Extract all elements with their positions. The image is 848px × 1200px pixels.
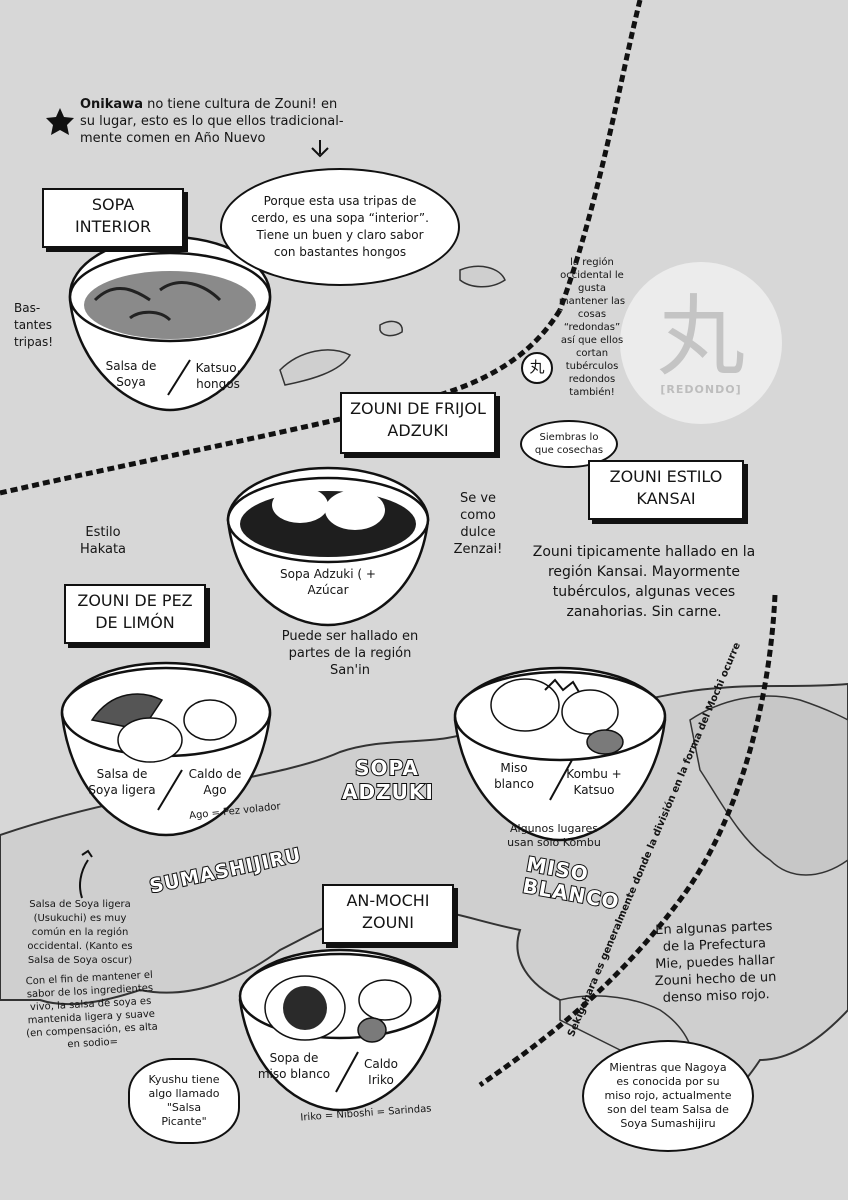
yellowtail-title: ZOUNI DE PEZ DE LIMÓN (64, 584, 206, 644)
maru-badge-kanji: 丸 (529, 358, 545, 376)
usukuchi-note: Salsa de Soya ligera (Usukuchi) es muy c… (27, 899, 133, 966)
hakata-style-note: Estilo Hakata (79, 525, 127, 557)
kansai-bowl (453, 666, 667, 842)
inner-soup-speech: Porque esta usa tripas de cerdo, es una … (220, 168, 460, 286)
adzuki-bowl-label: Sopa Adzuki ( + Azúcar (280, 567, 376, 597)
kyushu-bubble: Kyushu tiene algo llamado "Salsa Picante… (128, 1058, 240, 1144)
intro-author: Onikawa (80, 97, 143, 112)
yellowtail-bowl-left: Salsa de Soya ligera (88, 767, 156, 797)
adzuki-bowl (226, 466, 430, 627)
inner-soup-title: SOPA INTERIOR (42, 188, 184, 248)
anmochi-bowl-left: Sopa de miso blanco (257, 1051, 331, 1081)
small-island-2 (459, 265, 506, 288)
maru-note: la región occidental le gusta mantener l… (558, 257, 626, 398)
kansai-bowl-right: Kombu + Katsuo (566, 767, 622, 797)
anmochi-bowl (238, 948, 442, 1112)
divider-line-sekigahara (478, 594, 778, 1088)
kansai-bowl-left: Miso blanco (494, 761, 534, 791)
mie-note: En algunas partes de la Prefectura Mie, … (654, 918, 777, 1006)
inner-soup-bowl-right: Katsuo, hongos (195, 361, 241, 391)
flavor-note: Con el fin de mantener el sabor de los i… (25, 969, 159, 1051)
intro-text: Onikawa no tiene cultura de Zouni! en su… (80, 96, 348, 147)
maru-badge-icon (521, 352, 553, 384)
small-island (279, 349, 352, 386)
kansai-description: Zouni tipicamente hallado en la región K… (532, 544, 756, 620)
yellowtail-bowl-right: Caldo de Ago (188, 767, 242, 797)
anmochi-title: AN-MOCHI ZOUNI (322, 884, 454, 944)
maru-kanji: 丸 (656, 284, 745, 388)
small-island-3 (379, 320, 403, 337)
yellowtail-bowl (60, 661, 272, 837)
adzuki-found-note: Puede ser hallado en partes de la región… (281, 629, 419, 678)
adzuki-side-note: Se ve como dulce Zenzai! (453, 491, 503, 557)
region-adzuki: SOPA ADZUKI (341, 755, 434, 805)
inner-soup-side-note: Bas- tantes tripas! (14, 301, 54, 349)
star-icon (46, 108, 74, 135)
divider-line-top (557, 0, 643, 311)
nagoya-bubble: Mientras que Nagoya es conocida por su m… (582, 1040, 754, 1152)
adzuki-title: ZOUNI DE FRIJOL ADZUKI (340, 392, 496, 454)
maru-label: [REDONDO] (660, 382, 742, 396)
intro-body: no tiene cultura de Zouni! en su lugar, … (80, 97, 344, 146)
anmochi-bowl-right: Caldo Iriko (363, 1057, 399, 1087)
inner-soup-bowl-left: Salsa de Soya (105, 359, 157, 389)
maru-watermark: 丸 [REDONDO] (620, 262, 782, 424)
kansai-kombu-note: Algunos lugares usan solo Kombu (507, 822, 601, 849)
maru-bubble: Siembras lo que cosechas (520, 420, 618, 468)
arrow-down-icon (311, 140, 329, 158)
inner-soup-bowl (68, 235, 272, 412)
arrow-up-icon (79, 849, 93, 899)
kansai-title: ZOUNI ESTILO KANSAI (588, 460, 744, 520)
